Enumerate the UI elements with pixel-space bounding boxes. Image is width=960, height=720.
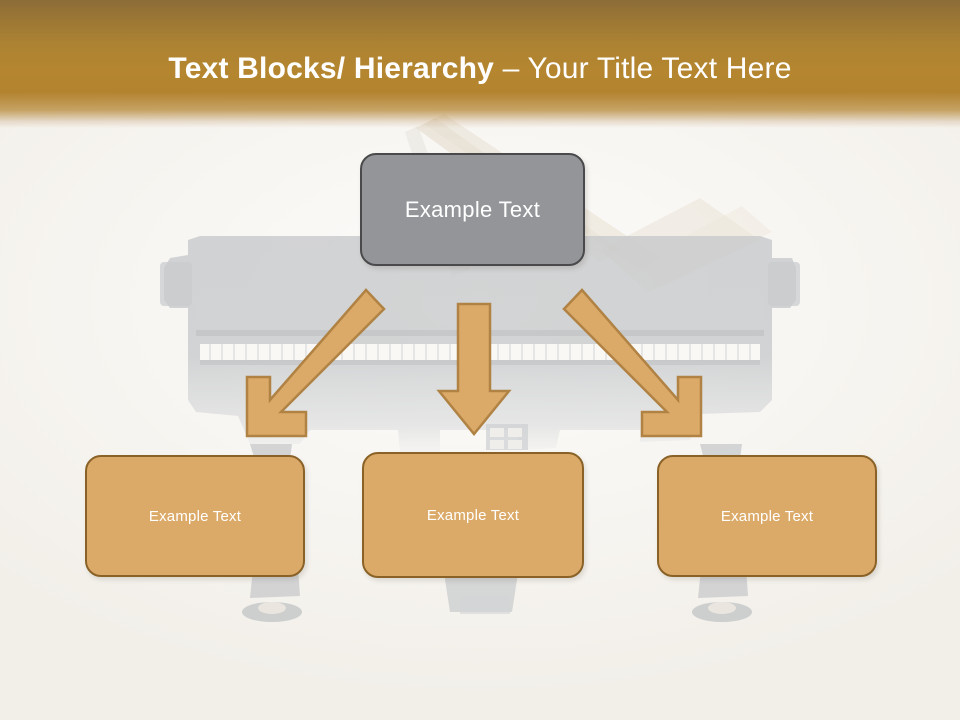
child-text-box-3[interactable]: Example Text xyxy=(657,455,877,577)
page-title-regular: – Your Title Text Here xyxy=(494,52,792,85)
child-text-box-2-label: Example Text xyxy=(426,506,520,524)
parent-text-box[interactable]: Example Text xyxy=(360,153,585,266)
page-title: Text Blocks/ Hierarchy – Your Title Text… xyxy=(0,50,960,88)
slide-header: Text Blocks/ Hierarchy – Your Title Text… xyxy=(0,0,960,128)
child-text-box-1-label: Example Text xyxy=(148,507,242,525)
parent-text-box-label: Example Text xyxy=(404,196,541,222)
child-text-box-3-label: Example Text xyxy=(720,507,814,525)
child-text-box-2[interactable]: Example Text xyxy=(362,452,584,578)
child-text-box-1[interactable]: Example Text xyxy=(85,455,305,577)
header-gradient-band xyxy=(0,0,960,128)
page-title-bold: Text Blocks/ Hierarchy xyxy=(168,52,495,85)
